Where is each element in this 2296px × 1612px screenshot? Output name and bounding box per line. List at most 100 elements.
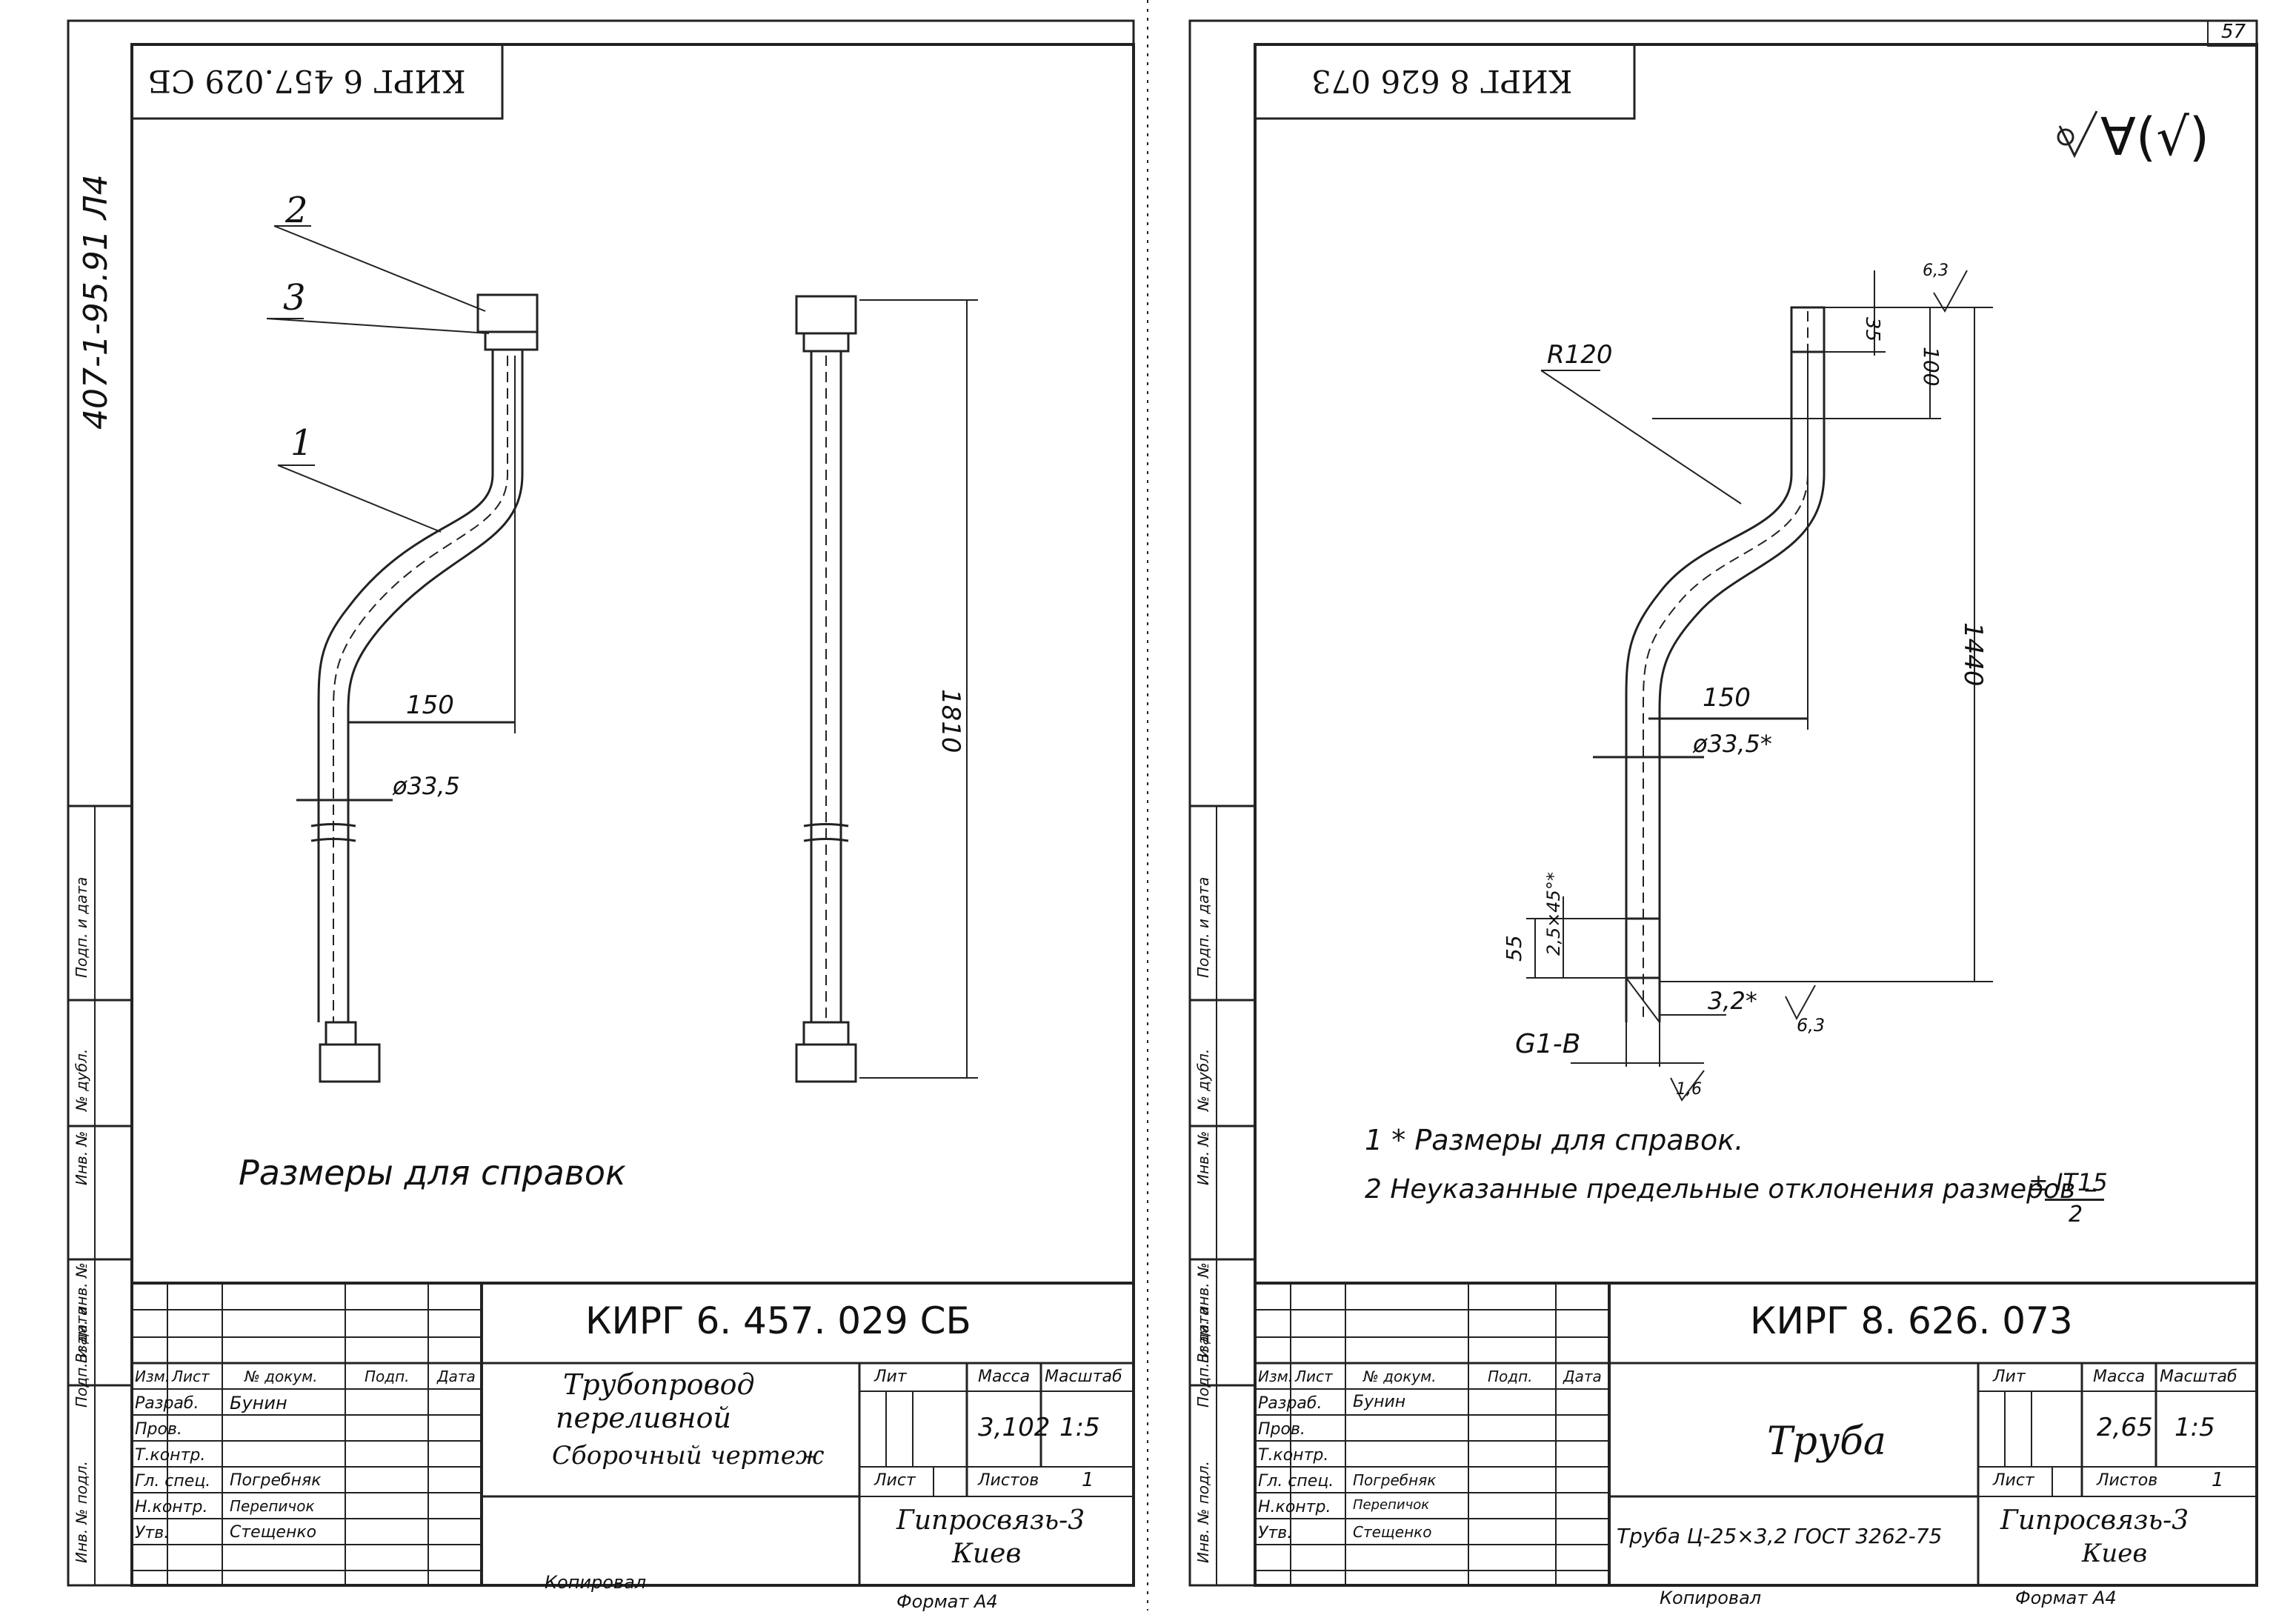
left-org-1: Гипросвязь-3 xyxy=(896,1505,1085,1536)
right-side-label-2: № дубл. xyxy=(1194,1048,1212,1111)
right-col-date: Дата xyxy=(1563,1368,1602,1385)
left-inner-frame xyxy=(130,43,1135,1587)
left-name-1: Бунин xyxy=(230,1393,287,1413)
right-side-label-6: Инв. № подл. xyxy=(1194,1461,1212,1563)
right-col-list: Лист xyxy=(1295,1368,1333,1385)
right-dim-150: 150 xyxy=(1703,683,1751,713)
left-side-label-1: Подп. и дата xyxy=(73,876,90,978)
left-sheets-value: 1 xyxy=(1082,1469,1094,1491)
left-reference-note: Размеры для справок xyxy=(239,1153,626,1193)
left-outer-frame xyxy=(67,19,1135,1587)
right-name-5: Перепичок xyxy=(1353,1497,1430,1513)
right-dim-35: 35 xyxy=(1861,317,1883,342)
right-scale-label: Масштаб xyxy=(2160,1368,2237,1386)
right-name-6: Стещенко xyxy=(1353,1523,1432,1541)
right-role-4: Гл. спец. xyxy=(1258,1472,1334,1491)
left-sheet-label: Лист xyxy=(874,1471,916,1490)
right-tolerance-bottom: 2 xyxy=(2069,1202,2083,1228)
right-tolerance-top: ± IT15 xyxy=(2029,1168,2108,1196)
left-side-label-2: № дубл. xyxy=(73,1048,90,1111)
right-dim-d33: ø33,5* xyxy=(1693,730,1772,758)
right-stamp-code: КИРГ 8 626 073 xyxy=(1311,63,1573,99)
left-dim-d33: ø33,5 xyxy=(393,772,460,800)
left-name-line-3: Сборочный чертеж xyxy=(552,1441,825,1471)
right-role-1: Разраб. xyxy=(1258,1394,1322,1413)
right-role-3: Т.контр. xyxy=(1258,1446,1329,1465)
left-mass-label: Масса xyxy=(978,1368,1031,1386)
right-dim-16: 1,6 xyxy=(1676,1080,1702,1099)
left-lit-label: Лит xyxy=(874,1368,907,1386)
right-lit-label: Лит xyxy=(1993,1368,2026,1386)
right-mass-label: Масса xyxy=(2093,1368,2146,1386)
left-role-6: Утв. xyxy=(135,1524,170,1542)
right-dim-100: 100 xyxy=(1919,347,1943,387)
left-scale-value: 1:5 xyxy=(1059,1413,1100,1442)
right-copied: Копировал xyxy=(1660,1588,1762,1608)
left-name-5: Перепичок xyxy=(230,1497,315,1515)
right-dim-chamfer: 2,5×45°* xyxy=(1543,872,1564,956)
left-scale-label: Масштаб xyxy=(1045,1368,1122,1386)
right-sheets-value: 1 xyxy=(2212,1469,2224,1491)
left-col-list: Лист xyxy=(172,1368,210,1385)
right-page-number: 57 xyxy=(2221,21,2246,43)
callout-2: 2 xyxy=(285,190,308,231)
right-role-2: Пров. xyxy=(1258,1420,1305,1439)
right-dim-1440: 1440 xyxy=(1958,622,1988,687)
right-note-2: 2 Неуказанные предельные отклонения разм… xyxy=(1365,1174,2097,1205)
left-col-doc: № докум. xyxy=(244,1368,318,1385)
left-format: Формат А4 xyxy=(896,1591,998,1612)
left-role-2: Пров. xyxy=(135,1420,182,1439)
right-dim-32: 3,2* xyxy=(1708,987,1757,1015)
right-role-5: Н.контр. xyxy=(1258,1498,1331,1516)
left-role-3: Т.контр. xyxy=(135,1446,206,1465)
right-outer-frame xyxy=(1188,19,2258,1587)
right-org-2: Киев xyxy=(2082,1539,2148,1568)
left-name-4: Погребняк xyxy=(230,1471,322,1490)
right-side-label-3: Инв. № xyxy=(1194,1130,1212,1185)
left-col-sign: Подп. xyxy=(365,1368,410,1385)
left-col-date: Дата xyxy=(437,1368,476,1385)
right-dim-55: 55 xyxy=(1502,935,1526,962)
left-role-4: Гл. спец. xyxy=(135,1472,211,1491)
left-designation: КИРГ 6. 457. 029 СБ xyxy=(585,1299,971,1342)
left-copied: Копировал xyxy=(545,1572,647,1593)
left-col-izm: Изм. xyxy=(135,1368,170,1385)
right-mass-value: 2,65 xyxy=(2097,1413,2153,1442)
left-org-2: Киев xyxy=(952,1539,1022,1569)
left-mass-value: 3,102 xyxy=(978,1413,1051,1442)
right-dim-G1B: G1-B xyxy=(1515,1029,1581,1059)
left-role-5: Н.контр. xyxy=(135,1498,208,1516)
right-sheets-label: Листов xyxy=(2097,1471,2158,1490)
right-format: Формат А4 xyxy=(2015,1588,2117,1608)
left-dim-1810: 1810 xyxy=(936,689,965,753)
left-vertical-code: 407-1-95.91 Л4 xyxy=(77,174,115,430)
callout-3: 3 xyxy=(283,277,306,319)
tolerance-fraction-bar xyxy=(2045,1199,2104,1201)
left-name-6: Стещенко xyxy=(230,1523,317,1542)
right-dim-63-bottom: 6,3 xyxy=(1797,1015,1826,1036)
right-roughness-mark: ∀(√) xyxy=(2100,107,2210,167)
right-dim-63-top: 6,3 xyxy=(1923,262,1949,280)
right-scale-value: 1:5 xyxy=(2174,1413,2215,1442)
right-col-izm: Изм. xyxy=(1258,1368,1294,1385)
left-side-label-3: Инв. № xyxy=(73,1130,90,1185)
callout-1: 1 xyxy=(290,422,313,464)
left-dim-150: 150 xyxy=(406,690,454,720)
left-stamp-code: КИРГ 6 457.029 СБ xyxy=(148,63,466,99)
right-side-label-1: Подп. и дата xyxy=(1194,876,1212,978)
right-note-1: 1 * Размеры для справок. xyxy=(1365,1124,1744,1156)
right-designation: КИРГ 8. 626. 073 xyxy=(1750,1299,2073,1342)
left-side-label-5: Подп. и дата xyxy=(73,1306,90,1408)
right-col-sign: Подп. xyxy=(1488,1368,1533,1385)
right-sheet-label: Лист xyxy=(1993,1471,2034,1490)
left-name-line-1: Трубопровод xyxy=(563,1368,755,1401)
left-name-line-2: переливной xyxy=(556,1402,731,1434)
left-sheets-label: Листов xyxy=(978,1471,1039,1490)
right-name: Труба xyxy=(1767,1419,1886,1464)
right-org-1: Гипросвязь-3 xyxy=(2000,1505,2189,1536)
right-dim-R120: R120 xyxy=(1547,340,1613,370)
left-side-label-6: Инв. № подл. xyxy=(73,1461,90,1563)
right-inner-frame xyxy=(1254,43,2258,1587)
